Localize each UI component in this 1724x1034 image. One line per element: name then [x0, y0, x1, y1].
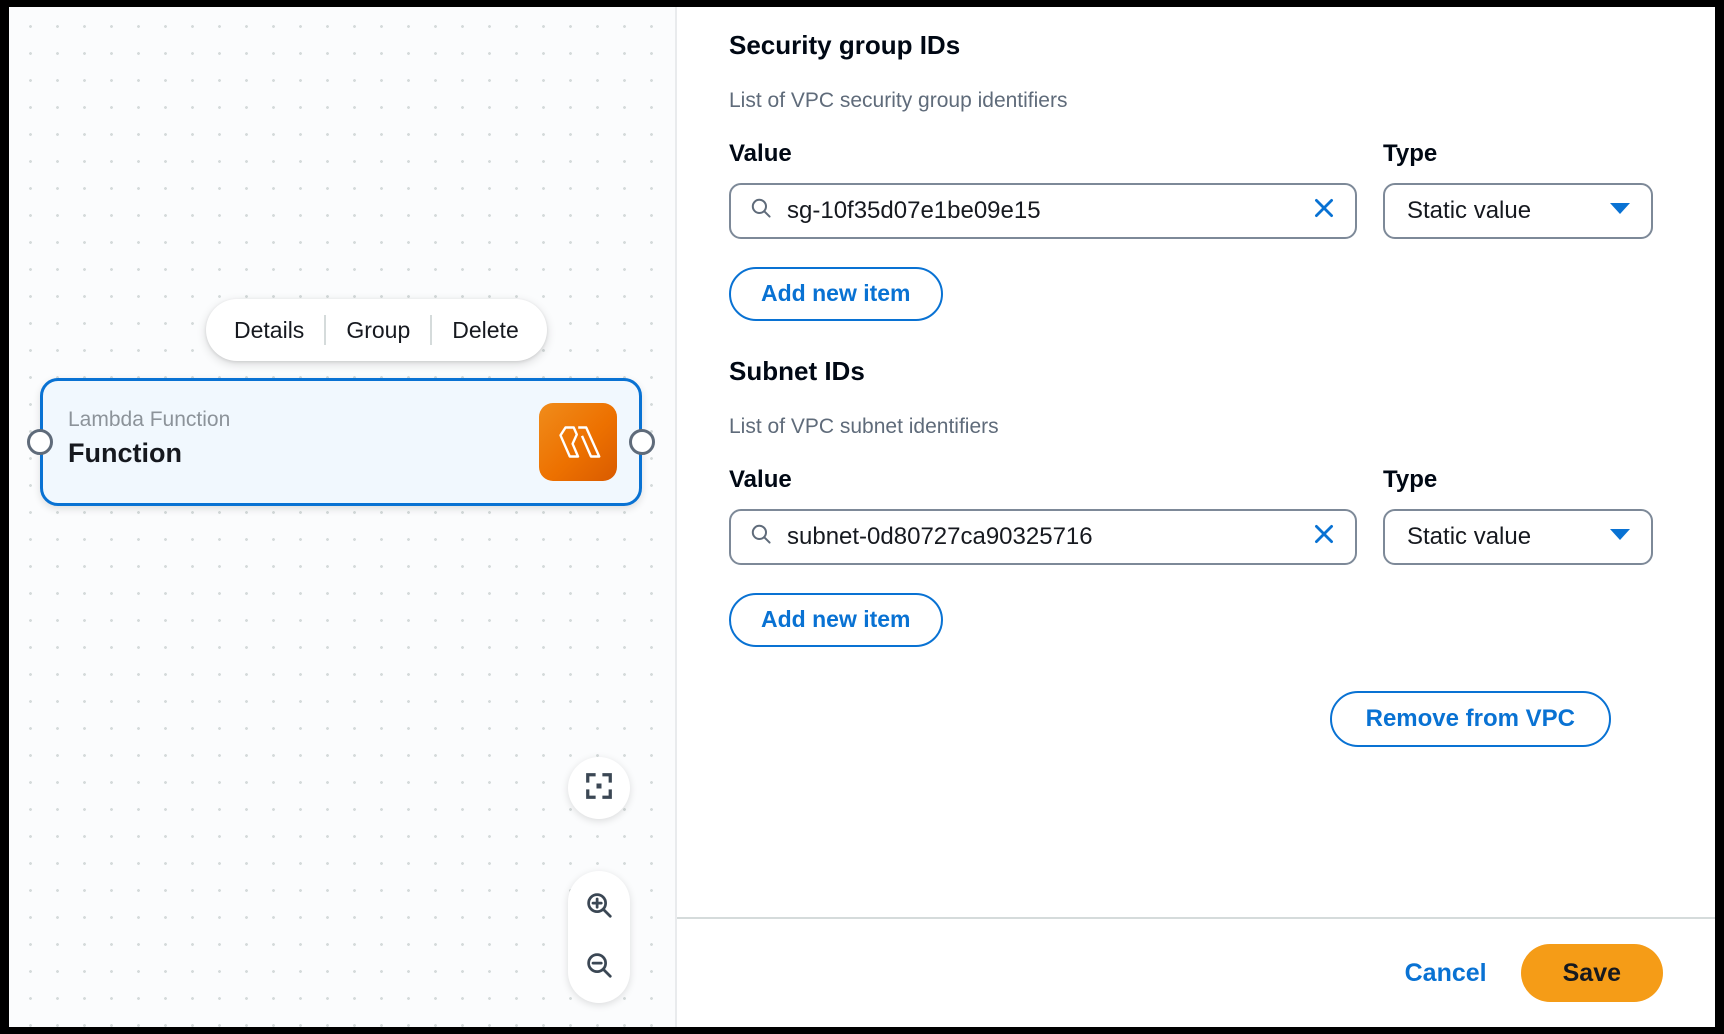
remove-from-vpc-button[interactable]: Remove from VPC: [1329, 690, 1611, 747]
node-text-block: Lambda Function Function: [68, 407, 230, 469]
panel-body: Security group IDs List of VPC security …: [677, 7, 1715, 917]
node-output-handle[interactable]: [629, 429, 655, 455]
aws-lambda-icon: [539, 403, 617, 481]
node-toolbar-details-button[interactable]: Details: [234, 316, 305, 343]
field-row: Value subnet-0d80727ca90325716: [729, 466, 1663, 565]
node-input-handle[interactable]: [27, 429, 53, 455]
panel-footer: Cancel Save: [677, 917, 1715, 1027]
clear-icon[interactable]: [1309, 521, 1339, 552]
type-label: Type: [1383, 140, 1438, 168]
value-label: Value: [729, 465, 792, 493]
add-item-row: Add new item: [729, 266, 1663, 321]
zoom-out-icon: [584, 950, 614, 985]
value-field-group: Value subnet-0d80727ca90325716: [729, 466, 1357, 565]
cancel-button[interactable]: Cancel: [1404, 958, 1487, 987]
zoom-in-button[interactable]: [584, 890, 614, 925]
value-label: Value: [729, 140, 792, 168]
section-security-group-ids: Security group IDs List of VPC security …: [729, 29, 1663, 321]
vpc-configuration-screen: Details Group Delete Lambda Function Fun…: [9, 7, 1715, 1027]
type-selected-value: Static value: [1407, 522, 1532, 550]
security-group-type-select[interactable]: Static value: [1383, 182, 1653, 239]
node-subtitle: Lambda Function: [68, 408, 231, 431]
save-button[interactable]: Save: [1520, 944, 1663, 1002]
security-group-value-input[interactable]: sg-10f35d07e1be09e15: [729, 182, 1357, 239]
chevron-down-icon: [1609, 527, 1631, 546]
section-title: Subnet IDs: [729, 355, 865, 386]
clear-icon[interactable]: [1309, 195, 1339, 226]
section-subnet-ids: Subnet IDs List of VPC subnet identifier…: [729, 355, 1663, 647]
type-selected-value: Static value: [1407, 196, 1532, 224]
node-toolbar-delete-button[interactable]: Delete: [452, 316, 519, 343]
type-field-group: Type Static value: [1383, 140, 1653, 239]
subnet-value-text: subnet-0d80727ca90325716: [787, 524, 1093, 549]
node-title: Function: [68, 438, 182, 469]
chevron-down-icon: [1609, 201, 1631, 220]
zoom-out-button[interactable]: [584, 950, 614, 985]
remove-button-row: Remove from VPC: [729, 690, 1663, 747]
field-row: Value sg-10f35d07e1be09e15: [729, 140, 1663, 239]
workflow-canvas[interactable]: Details Group Delete Lambda Function Fun…: [9, 7, 677, 1027]
vpc-settings-panel: Security group IDs List of VPC security …: [677, 7, 1715, 1027]
value-field-group: Value sg-10f35d07e1be09e15: [729, 140, 1357, 239]
toolbar-divider: [324, 315, 327, 345]
node-toolbar-group-button[interactable]: Group: [346, 316, 411, 343]
toolbar-divider: [430, 315, 433, 345]
lambda-function-node[interactable]: Lambda Function Function: [27, 378, 655, 506]
add-item-row: Add new item: [729, 592, 1663, 647]
section-description: List of VPC security group identifiers: [729, 88, 1068, 112]
add-new-item-button-security-group[interactable]: Add new item: [729, 266, 943, 321]
node-context-toolbar: Details Group Delete: [206, 299, 547, 361]
fit-view-icon: [584, 771, 614, 806]
add-new-item-button-subnet[interactable]: Add new item: [729, 592, 943, 647]
section-description: List of VPC subnet identifiers: [729, 414, 999, 438]
section-title: Security group IDs: [729, 30, 961, 60]
security-group-value-text: sg-10f35d07e1be09e15: [787, 198, 1041, 223]
fit-view-button[interactable]: [568, 757, 630, 819]
search-icon: [749, 196, 773, 225]
zoom-controls: [568, 871, 630, 1003]
type-label: Type: [1383, 465, 1438, 493]
zoom-in-icon: [584, 890, 614, 925]
search-icon: [749, 522, 773, 551]
type-field-group: Type Static value: [1383, 466, 1653, 565]
subnet-type-select[interactable]: Static value: [1383, 508, 1653, 565]
subnet-value-input[interactable]: subnet-0d80727ca90325716: [729, 508, 1357, 565]
